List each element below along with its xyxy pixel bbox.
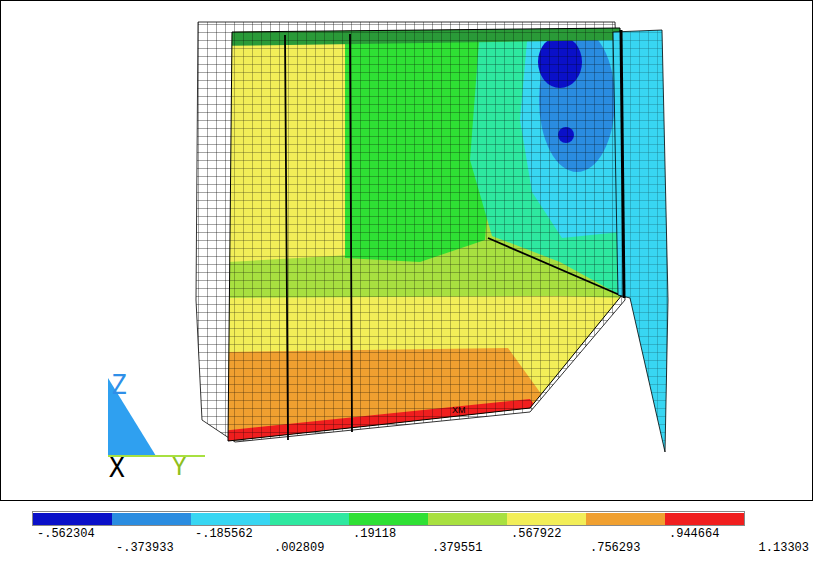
axis-label: X bbox=[109, 455, 125, 481]
legend-value: -.562304 bbox=[37, 528, 95, 540]
legend-value: .756293 bbox=[590, 542, 640, 554]
legend-swatch bbox=[507, 513, 586, 525]
max-marker: XM bbox=[452, 406, 466, 415]
legend-frame bbox=[33, 512, 745, 526]
legend-swatch bbox=[270, 513, 349, 525]
legend-swatch bbox=[665, 513, 744, 525]
legend-value: .944664 bbox=[669, 528, 719, 540]
side-plate bbox=[613, 30, 668, 452]
plot-frame bbox=[1, 1, 813, 501]
legend-swatch bbox=[112, 513, 191, 525]
legend-swatch bbox=[349, 513, 428, 525]
legend-swatch bbox=[191, 513, 270, 525]
legend-swatch bbox=[33, 513, 112, 525]
legend-swatch bbox=[586, 513, 665, 525]
legend-value: .567922 bbox=[511, 528, 561, 540]
axis-label: Y bbox=[172, 455, 186, 479]
contour-body bbox=[220, 20, 630, 450]
legend-swatch bbox=[428, 513, 507, 525]
axis-label: Z bbox=[111, 372, 127, 398]
legend-value: .19118 bbox=[353, 528, 396, 540]
legend-value: .002809 bbox=[274, 542, 324, 554]
legend-value: -.185562 bbox=[195, 528, 253, 540]
legend-value: 1.13303 bbox=[759, 542, 809, 554]
legend-value: .379551 bbox=[432, 542, 482, 554]
legend-value: -.373933 bbox=[116, 542, 174, 554]
